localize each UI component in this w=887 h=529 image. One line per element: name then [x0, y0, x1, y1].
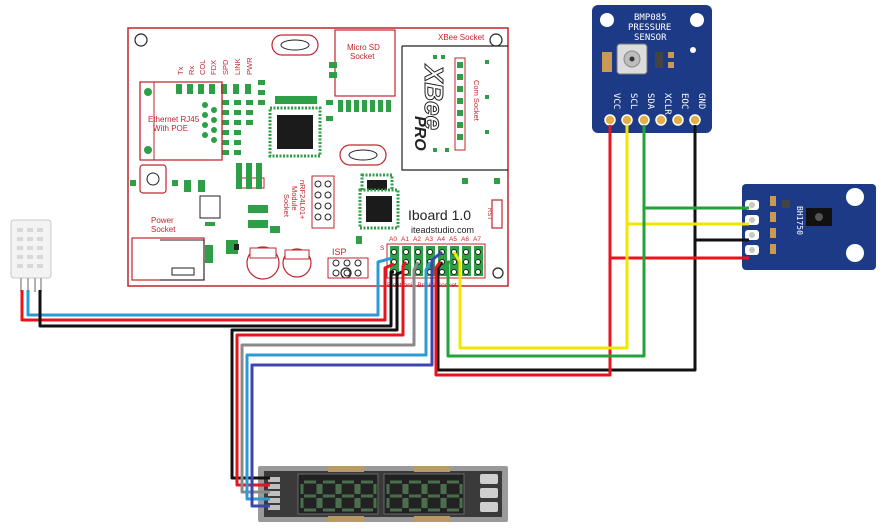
bmp085-title: BMP085 [634, 13, 667, 23]
pro-logo: PRO [411, 116, 428, 151]
nrf-label-3: Socket [282, 194, 291, 218]
bmp085-pin-eoc: EOC [679, 93, 689, 109]
pin-label-a1: A1 [401, 236, 409, 243]
led-label-pwr: PWR [245, 57, 254, 75]
bmp085-pin-gnd: GND [696, 93, 706, 109]
xbee-socket-label: XBee Socket [438, 33, 485, 42]
mount-hole-tl [134, 33, 148, 47]
com-socket-label: Com Socket [472, 80, 481, 122]
led-label-rx: Rx [187, 66, 196, 75]
iboard: Tx Rx COL FDX SPD LINK PWR [127, 27, 509, 289]
microsd-label-1: Micro SD [347, 43, 380, 52]
wire-bus-sda-board [446, 208, 646, 358]
bmp085-title-3: SENSOR [634, 33, 667, 43]
seven-segment-digits [300, 480, 463, 512]
nrf24-socket: nRF24L01+ Module Socket [282, 175, 335, 229]
bmp085-board: BMP085 PRESSURE SENSOR VCC SCL SDA XCLR … [592, 5, 712, 133]
wire-dht-gnd [38, 270, 394, 328]
wire-bus-scl-board [452, 224, 629, 350]
mount-hole-br [492, 267, 504, 279]
ethernet-controller-chip [358, 173, 400, 230]
crystal [271, 34, 319, 104]
microsd-label-2: Socket [350, 52, 375, 61]
ethernet-label-1: Ethernet RJ45 [148, 115, 200, 124]
temperature-humidity-sensor [10, 219, 52, 292]
led-label-tx: Tx [176, 66, 185, 75]
rst-label: RST [486, 208, 492, 220]
status-led-labels: Tx Rx COL FDX SPD LINK PWR [176, 57, 254, 75]
board-title: Iboard 1.0 [408, 207, 471, 223]
isp-label: ISP [332, 247, 347, 257]
ethernet-jack: Ethernet RJ45 With POE [139, 81, 223, 161]
led-label-fdx: FDX [209, 60, 218, 75]
wire-display-clk [250, 250, 443, 508]
pin-label-a7: A7 [473, 236, 481, 243]
bh1750-label: BH1750 [795, 206, 804, 235]
xbee-logo: XBee [419, 63, 449, 130]
nrf-label-2: Module [290, 186, 299, 211]
s-label: S [380, 245, 385, 252]
bottom-socket-label: Electronic Bricks Socket [387, 282, 457, 289]
seven-segment-display [258, 466, 508, 522]
wire-dht-signal [26, 256, 393, 317]
resistor-array [222, 80, 265, 155]
reset-button: RST [462, 178, 503, 229]
wire-dht-vcc [20, 262, 395, 322]
pin-label-a4: A4 [437, 236, 445, 243]
led-label-spd: SPD [221, 59, 230, 75]
wire-bus-vcc [608, 125, 749, 260]
ethernet-label-2: With POE [153, 124, 188, 133]
pin-label-a0: A0 [389, 236, 397, 243]
bmp085-pin-sda: SDA [645, 93, 655, 110]
microsd-socket: Micro SD Socket [329, 29, 396, 112]
led-label-col: COL [198, 60, 207, 75]
power-section: Power Socket [130, 163, 312, 281]
microcontroller-chip [268, 100, 333, 158]
power-label-1: Power [151, 216, 174, 225]
xbee-socket: XBee Socket XBee PRO Com Socket [401, 33, 508, 171]
bmp085-pin-xclr: XCLR [662, 93, 672, 115]
status-leds [176, 84, 251, 94]
wires [20, 125, 749, 508]
bmp085-pin-vcc: VCC [611, 93, 621, 109]
board-url: iteadstudio.com [411, 225, 474, 235]
pin-label-a3: A3 [425, 236, 433, 243]
pin-label-a5: A5 [449, 236, 457, 243]
pin-label-a2: A2 [413, 236, 421, 243]
wire-display-vcc [235, 261, 408, 487]
bh1750-board: BH1750 [742, 184, 876, 270]
led-label-link: LINK [233, 58, 242, 75]
crystal-2 [339, 144, 387, 166]
wire-bus-vcc-board [434, 258, 612, 377]
pin-label-a6: A6 [461, 236, 469, 243]
power-label-2: Socket [151, 225, 176, 234]
isp-header: ISP [327, 236, 369, 279]
bmp085-title-2: PRESSURE [628, 23, 671, 33]
nrf-label-1: nRF24L01+ [298, 180, 307, 220]
wire-bus-gnd-board [436, 240, 697, 372]
bmp085-pin-scl: SCL [628, 93, 638, 109]
